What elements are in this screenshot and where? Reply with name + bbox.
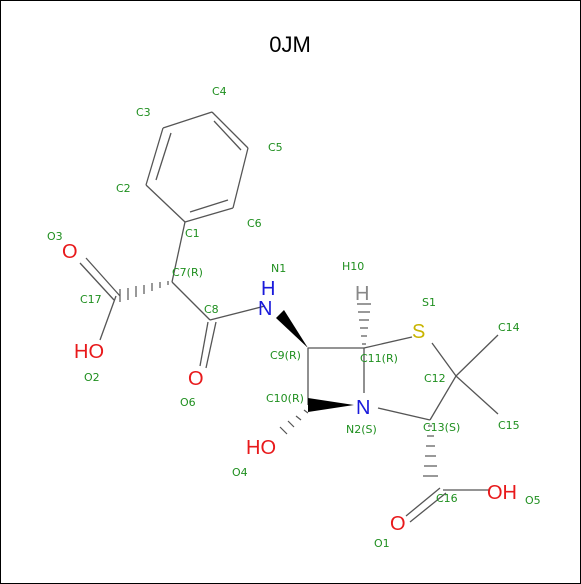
label-c11: C11(R) [360, 352, 398, 365]
label-n2: N2(S) [346, 423, 377, 436]
atom-o3: O [62, 241, 78, 263]
atom-labels: C1 C2 C3 C4 C5 C6 C7(R) C8 C9(R) C10(R) … [47, 85, 541, 550]
diagram-title: 0JM [269, 32, 311, 57]
atom-o6: O [188, 368, 204, 390]
atom-n1-h: H [261, 278, 275, 300]
atom-h10: H [355, 283, 369, 305]
label-o4: O4 [232, 466, 248, 479]
label-o6: O6 [180, 396, 196, 409]
label-c13: C13(S) [423, 421, 460, 434]
atom-o2: HO [74, 341, 104, 363]
label-o3: O3 [47, 230, 63, 243]
label-n1: N1 [271, 262, 286, 275]
bonds [79, 221, 499, 523]
solid-wedges [276, 310, 354, 412]
atom-o4: HO [246, 437, 276, 459]
label-c17: C17 [80, 293, 102, 306]
label-o1: O1 [374, 537, 390, 550]
label-c9: C9(R) [270, 349, 301, 362]
label-c1: C1 [185, 227, 200, 240]
label-c15: C15 [498, 419, 520, 432]
label-c14: C14 [498, 321, 520, 334]
atom-o5: OH [487, 482, 517, 504]
benzene-ring [145, 111, 249, 223]
atom-s1: S [412, 321, 425, 343]
label-c7: C7(R) [172, 266, 203, 279]
label-h10: H10 [342, 260, 364, 273]
label-c12: C12 [424, 372, 446, 385]
label-o2: O2 [84, 371, 100, 384]
label-s1: S1 [422, 296, 436, 309]
label-o5: O5 [525, 494, 541, 507]
label-c3: C3 [136, 106, 151, 119]
atom-o1: O [390, 513, 406, 535]
label-c5: C5 [268, 141, 283, 154]
label-c10: C10(R) [266, 392, 304, 405]
atom-n2: N [356, 397, 370, 419]
hashed-bonds [119, 281, 438, 477]
label-c6: C6 [247, 217, 262, 230]
label-c2: C2 [116, 182, 131, 195]
label-c8: C8 [204, 303, 219, 316]
label-c4: C4 [212, 85, 227, 98]
label-c16: C16 [436, 492, 458, 505]
atom-n1: N [258, 298, 272, 320]
